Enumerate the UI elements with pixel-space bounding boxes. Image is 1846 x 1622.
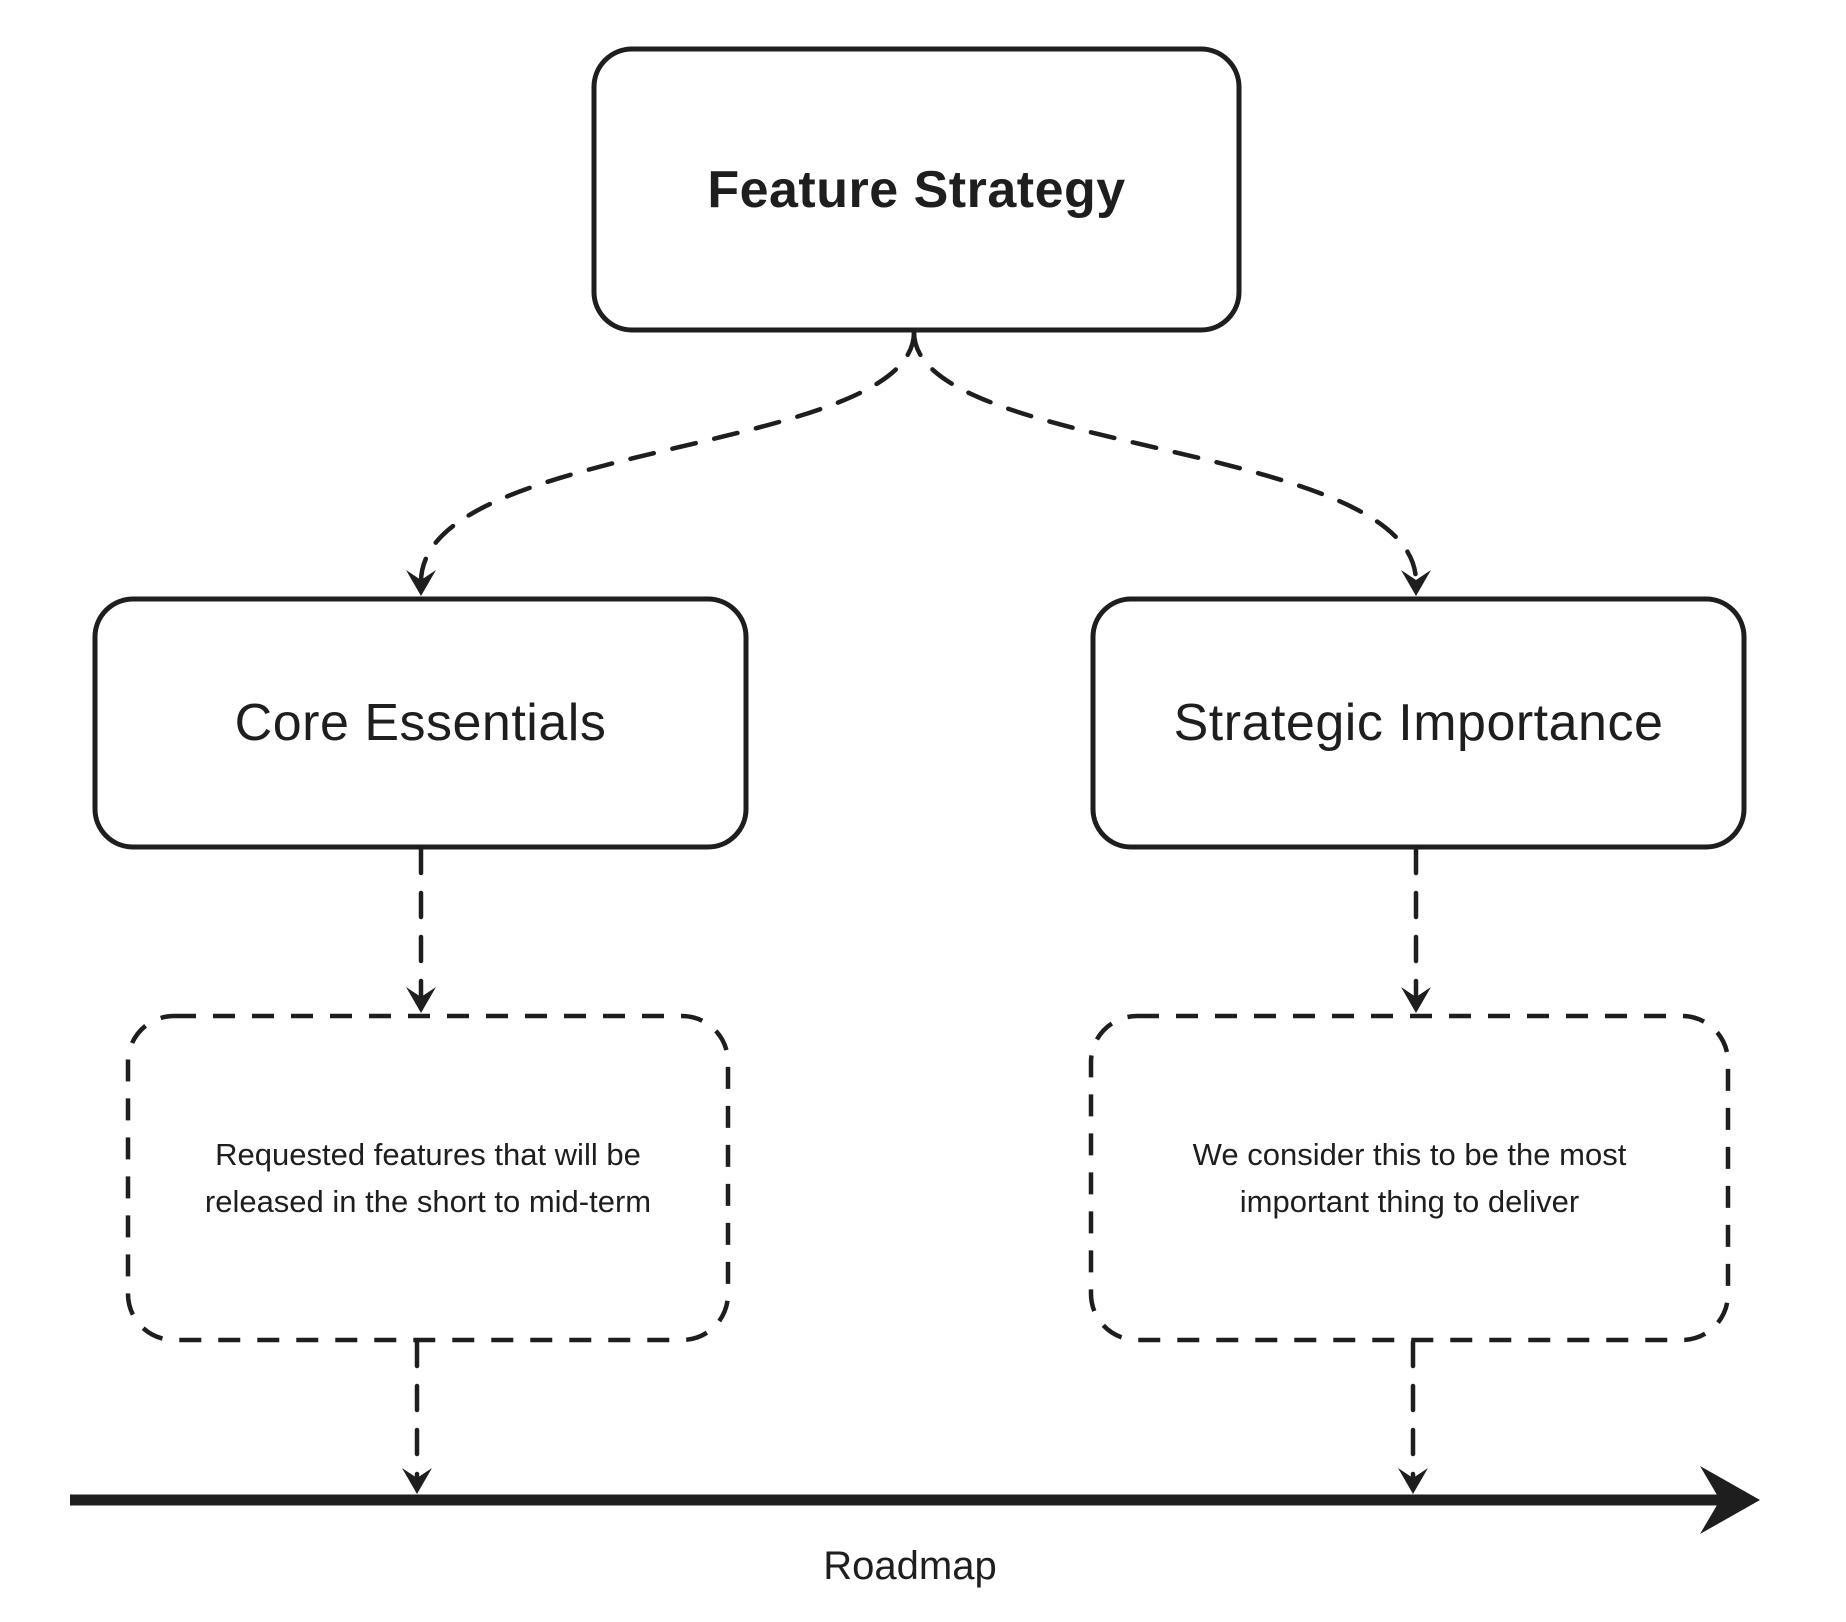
arrowhead-into-core-essentials	[406, 570, 436, 596]
arrowhead-into-left-note	[406, 987, 436, 1013]
roadmap-axis-label: Roadmap	[823, 1544, 997, 1588]
arrowhead-into-strategic-importance	[1401, 570, 1431, 596]
connector-root-to-core-essentials	[418, 329, 917, 585]
roadmap-axis-arrowhead-icon	[1700, 1466, 1760, 1534]
note-core-essentials-box	[125, 1013, 731, 1343]
connector-root-to-strategic-importance	[911, 329, 1419, 585]
arrowhead-left-note-to-roadmap	[402, 1468, 432, 1494]
node-core-essentials: Core Essentials	[95, 599, 746, 847]
arrowhead-into-right-note	[1401, 987, 1431, 1013]
node-core-essentials-title: Core Essentials	[234, 694, 607, 752]
node-feature-strategy: Feature Strategy	[594, 49, 1239, 330]
note-line: important thing to deliver	[1239, 1184, 1580, 1219]
note-line: released in the short to mid-term	[204, 1184, 652, 1219]
node-feature-strategy-box	[591, 46, 1242, 333]
note-core-essentials: Requested features that will be released…	[128, 1016, 728, 1340]
note-strategic-importance: We consider this to be the most importan…	[1091, 1016, 1728, 1340]
node-strategic-importance-title: Strategic Importance	[1173, 694, 1664, 752]
arrowhead-right-note-to-roadmap	[1398, 1468, 1428, 1494]
note-line: Requested features that will be	[215, 1137, 641, 1172]
node-feature-strategy-title: Feature Strategy	[707, 160, 1126, 219]
note-strategic-importance-box	[1088, 1013, 1731, 1343]
note-line: We consider this to be the most	[1192, 1137, 1627, 1172]
node-strategic-importance: Strategic Importance	[1093, 599, 1744, 847]
node-strategic-importance-box	[1090, 596, 1747, 850]
